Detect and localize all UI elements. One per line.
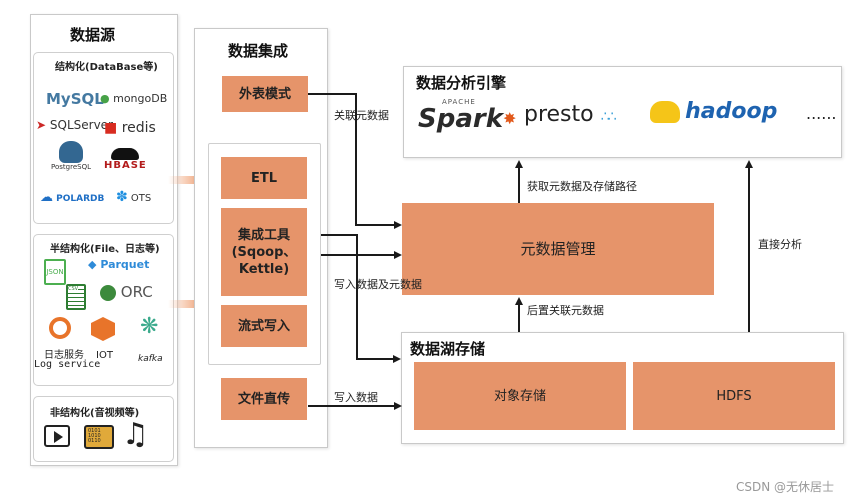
edge-label-link-metadata: 关联元数据 xyxy=(334,109,389,122)
orc-icon xyxy=(100,284,116,301)
edge-label-post-link-meta: 后置关联元数据 xyxy=(527,304,604,317)
kafka-icon: ❋ xyxy=(140,314,159,339)
orc-logo: ORC xyxy=(100,283,153,301)
etl-box: ETL xyxy=(221,157,307,199)
hbase-orca-icon xyxy=(111,148,140,160)
mongodb-leaf-icon: ● xyxy=(100,92,110,105)
edge-file-to-lake-arrowhead xyxy=(394,402,402,410)
spark-logo: APACHE Spark✸ xyxy=(418,98,517,134)
ots-logo: ✽ OTS xyxy=(116,189,152,205)
analysis-engine-title: 数据分析引擎 xyxy=(416,74,507,92)
polardb-cloud-icon: ☁ xyxy=(40,190,53,205)
metadata-management-box: 元数据管理 xyxy=(402,203,714,295)
music-note-icon: ♫ xyxy=(122,417,149,452)
edge-lake-to-analysis xyxy=(748,168,750,332)
edge-tools-to-metadata xyxy=(321,254,395,256)
integration-title: 数据集成 xyxy=(228,42,289,60)
more-engines-ellipsis: ...... xyxy=(806,104,837,123)
hadoop-elephant-icon xyxy=(650,100,680,123)
data-lake-storage-title: 数据湖存储 xyxy=(410,340,486,358)
hadoop-logo: hadoop xyxy=(650,99,777,124)
parquet-diamond-icon: ◆ xyxy=(88,258,97,271)
presto-dots-icon: ∴∴ xyxy=(600,109,617,125)
hdfs-box: HDFS xyxy=(633,362,835,430)
kafka-label: kafka xyxy=(138,354,163,364)
video-play-icon xyxy=(44,425,70,447)
log-service-label: 日志服务 xyxy=(44,350,84,361)
analysis-engine-panel xyxy=(403,66,842,158)
source-to-integration-arrow xyxy=(168,300,196,308)
polardb-logo: ☁ POLARDB xyxy=(40,190,105,205)
watermark: CSDN @无休居士 xyxy=(736,480,835,494)
edge-tools-to-lake xyxy=(356,358,394,360)
parquet-logo: ◆ Parquet xyxy=(88,258,150,271)
edge-tools-to-metadata-arrowhead xyxy=(394,251,402,259)
edge-metadata-to-analysis xyxy=(518,168,520,203)
edge-tools-to-metadata xyxy=(321,234,357,236)
source-to-integration-arrow xyxy=(168,176,196,184)
sqlserver-icon: ➤ xyxy=(36,118,47,132)
file-direct-box: 文件直传 xyxy=(221,378,307,420)
json-file-icon: JSON xyxy=(44,259,66,285)
edge-lake-to-metadata-arrowhead xyxy=(515,297,523,305)
redis-cube-icon: ■ xyxy=(104,120,118,136)
edge-external-to-metadata xyxy=(308,93,356,95)
sqlserver-logo: ➤ SQLServer xyxy=(36,118,113,132)
postgresql-elephant-icon xyxy=(59,141,83,163)
edge-file-to-lake xyxy=(308,405,395,407)
integration-tools-box: 集成工具 (Sqoop、 Kettle) xyxy=(221,208,307,296)
semi-structured-title: 半结构化(File、日志等) xyxy=(50,244,160,255)
spark-star-icon: ✸ xyxy=(503,109,517,128)
redis-logo: ■ redis xyxy=(104,120,156,136)
edge-label-direct-analysis: 直接分析 xyxy=(758,238,802,251)
edge-label-write-data-and-meta: 写入数据及元数据 xyxy=(334,278,422,291)
data-source-title: 数据源 xyxy=(70,26,116,44)
mysql-logo: MySQL xyxy=(46,90,104,108)
structured-title: 结构化(DataBase等) xyxy=(55,62,158,73)
stream-write-box: 流式写入 xyxy=(221,305,307,347)
log-service-icon xyxy=(49,317,71,339)
edge-lake-to-analysis-arrowhead xyxy=(745,160,753,168)
postgresql-logo: PostgreSQL xyxy=(50,141,92,171)
object-storage-box: 对象存储 xyxy=(414,362,626,430)
csv-file-icon: CSV xyxy=(66,284,86,310)
edge-label-get-meta-path: 获取元数据及存储路径 xyxy=(527,180,637,193)
mongodb-logo: ● mongoDB xyxy=(100,92,168,105)
external-table-box: 外表模式 xyxy=(222,76,308,112)
iot-label: IOT xyxy=(96,350,113,361)
hbase-logo: HBASE xyxy=(104,148,147,171)
edge-tools-to-lake xyxy=(356,234,358,358)
edge-external-to-metadata xyxy=(355,93,357,225)
edge-label-write-data: 写入数据 xyxy=(334,391,378,404)
log-service-label-en: Log service xyxy=(34,359,101,370)
iot-hex-icon xyxy=(91,317,115,341)
edge-external-to-metadata xyxy=(355,224,395,226)
edge-metadata-to-analysis-arrowhead xyxy=(515,160,523,168)
presto-logo: presto ∴∴ xyxy=(524,102,617,127)
edge-external-to-metadata-arrowhead xyxy=(394,221,402,229)
unstructured-title: 非结构化(音视频等) xyxy=(50,408,140,419)
structured-group xyxy=(33,52,174,224)
edge-tools-to-lake-arrowhead xyxy=(393,355,401,363)
edge-lake-to-metadata xyxy=(518,305,520,332)
ots-network-icon: ✽ xyxy=(116,189,128,205)
